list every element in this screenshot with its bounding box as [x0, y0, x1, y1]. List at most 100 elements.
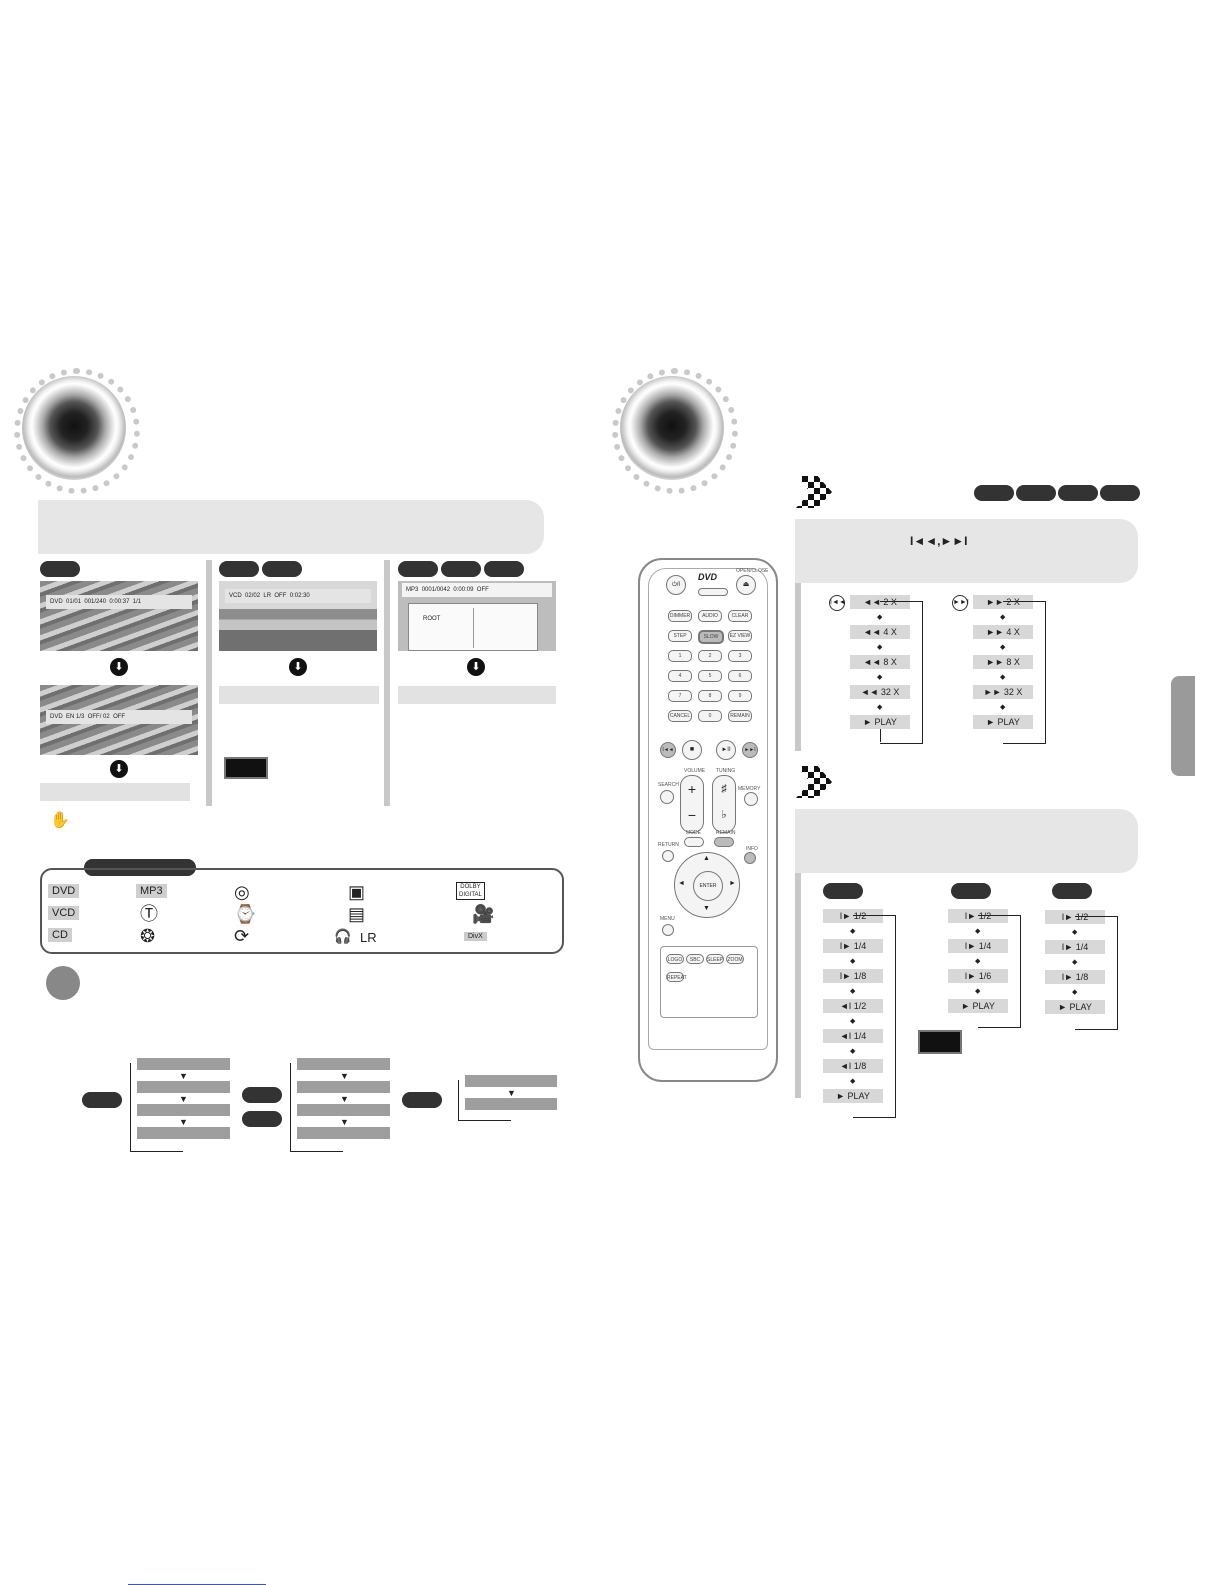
repeat-button[interactable]: REPEAT: [666, 972, 687, 982]
ez-view-button[interactable]: EZ VIEW: [728, 630, 752, 642]
dimmer-button[interactable]: DIMMER: [668, 610, 692, 622]
dvd-screen-top: DVD 01/01 001/240 0:00:37 1/1: [40, 581, 198, 651]
slow2-loop: [978, 915, 1021, 1028]
disc-pill-vcd-2: [262, 561, 302, 577]
open-close-bar: [698, 588, 728, 596]
digit-6-button[interactable]: 6: [728, 670, 752, 682]
open-close-button[interactable]: ⏏: [736, 575, 756, 595]
nav-down-icon[interactable]: ▼: [703, 905, 710, 912]
zoom-button[interactable]: ZOOM: [726, 954, 744, 964]
clear-button[interactable]: CLEAR: [728, 610, 752, 622]
legend-mp3-label: MP3: [136, 884, 167, 898]
skip-forward-button[interactable]: ►►I: [742, 742, 758, 758]
osd-repeat: OFF: [476, 587, 489, 593]
flow-loop-3: [458, 1080, 511, 1121]
forward-step-5: ► PLAY: [973, 715, 1033, 729]
sleep-button[interactable]: SLEEP: [706, 954, 724, 964]
arrow-down-icon: ◆: [877, 614, 883, 621]
digit-5-button[interactable]: 5: [698, 670, 722, 682]
tuning-label: TUNING: [716, 768, 736, 774]
nav-up-icon[interactable]: ▲: [703, 855, 710, 862]
navigation-pad[interactable]: ▲ ▼ ◄ ► ENTER: [674, 852, 740, 918]
slow3-step-2: I► 1/4: [1045, 940, 1105, 954]
slow1-step-3: I► 1/8: [823, 969, 883, 983]
osd-repeat: OFF: [274, 593, 287, 599]
osd-chapter: 001/240: [84, 599, 107, 605]
search-panel: [795, 519, 1138, 583]
flow1-step-1: [137, 1058, 230, 1070]
enter-button[interactable]: ENTER: [693, 871, 723, 901]
folder-root: ROOT: [423, 616, 441, 622]
arrow-down-icon: ◆: [975, 958, 981, 965]
forward-step-1: ►► 2 X: [973, 595, 1033, 609]
remain-button-top[interactable]: REMAIN: [728, 710, 752, 722]
digit-4-button[interactable]: 4: [668, 670, 692, 682]
dvd-osd-top: DVD 01/01 001/240 0:00:37 1/1: [46, 595, 192, 609]
slow-button[interactable]: SLOW: [698, 630, 724, 644]
info-button[interactable]: [744, 852, 756, 864]
search-label: SEARCH: [658, 782, 679, 788]
arrow-down-icon: ◆: [1072, 929, 1078, 936]
arrow-down-icon: ◆: [877, 674, 883, 681]
digit-7-button[interactable]: 7: [668, 690, 692, 702]
arrow-down-icon: ▼: [179, 1094, 188, 1104]
power-button[interactable]: ⏻/I: [666, 575, 686, 595]
bottom-button-panel: [660, 946, 758, 1018]
skip-forward-label: ►►I: [744, 747, 756, 753]
volume-rocker[interactable]: +−: [680, 775, 704, 833]
flow1-step-4: [137, 1127, 230, 1139]
play-pause-button[interactable]: ►II: [716, 740, 736, 760]
osd-disc: DVD: [50, 714, 63, 720]
repeat-icon: ⟳: [234, 926, 250, 946]
arrow-down-icon: ◆: [975, 928, 981, 935]
return-button[interactable]: [662, 850, 674, 862]
header-panel-left: [38, 500, 544, 554]
arrow-down-icon: ▼: [179, 1117, 188, 1127]
osd-audio: EN 1/3: [66, 714, 85, 720]
subtitle-icon: ▤: [348, 904, 366, 924]
nav-right-icon[interactable]: ►: [729, 880, 736, 887]
vcd-screen: VCD 02/02 LR OFF 0:02:30: [219, 581, 377, 651]
slow3-step-3: I► 1/8: [1045, 970, 1105, 984]
vcd-osd: VCD 02/02 LR OFF 0:02:30: [225, 589, 371, 603]
rewind-step-2: ◄◄ 4 X: [850, 625, 910, 639]
tuning-rocker[interactable]: ♯♭: [712, 775, 736, 833]
digit-8-button[interactable]: 8: [698, 690, 722, 702]
mp3-file-browser: ROOT: [408, 603, 538, 651]
memory-button[interactable]: [744, 792, 758, 806]
legend-tag-vcd: VCD: [48, 906, 80, 920]
digit-1-button[interactable]: 1: [668, 650, 692, 662]
digit-2-button[interactable]: 2: [698, 650, 722, 662]
sbc-button[interactable]: SBC: [686, 954, 704, 964]
menu-button[interactable]: [662, 924, 674, 936]
mode-button[interactable]: [684, 837, 704, 847]
angle-icon: 🎥: [472, 904, 495, 924]
flow1-step-2: [137, 1081, 230, 1093]
skip-back-button[interactable]: I◄◄: [660, 742, 676, 758]
slow-pill-2: [951, 883, 991, 899]
digit-9-button[interactable]: 9: [728, 690, 752, 702]
digit-0-button[interactable]: 0: [698, 710, 722, 722]
cancel-button[interactable]: CANCEL: [668, 710, 692, 722]
arrow-down-icon: ◆: [1000, 674, 1006, 681]
osd-angle: 1/1: [132, 599, 142, 605]
speaker-ring-left: [14, 368, 140, 494]
osd-time: 0:00:37: [109, 599, 130, 605]
slow-pill-3: [1052, 883, 1092, 899]
step-button[interactable]: STEP: [668, 630, 692, 642]
logo-button[interactable]: LOGO: [666, 954, 684, 964]
stop-button[interactable]: ■: [682, 740, 702, 760]
search-button[interactable]: [660, 790, 674, 804]
remain-button[interactable]: [714, 837, 734, 847]
forward-step-3: ►► 8 X: [973, 655, 1033, 669]
audio-button[interactable]: AUDIO: [698, 610, 722, 622]
nav-left-icon[interactable]: ◄: [678, 880, 685, 887]
forward-step-4: ►► 32 X: [973, 685, 1033, 699]
arrow-down-icon: ◆: [850, 1078, 856, 1085]
slow1-step-4: ◄I 1/2: [823, 999, 883, 1013]
osd-subtitle: OFF/ 02: [87, 714, 110, 720]
digit-3-button[interactable]: 3: [728, 650, 752, 662]
slow2-step-3: I► 1/6: [948, 969, 1008, 983]
search-divider: [795, 583, 801, 751]
slow-divider: [795, 873, 801, 1098]
